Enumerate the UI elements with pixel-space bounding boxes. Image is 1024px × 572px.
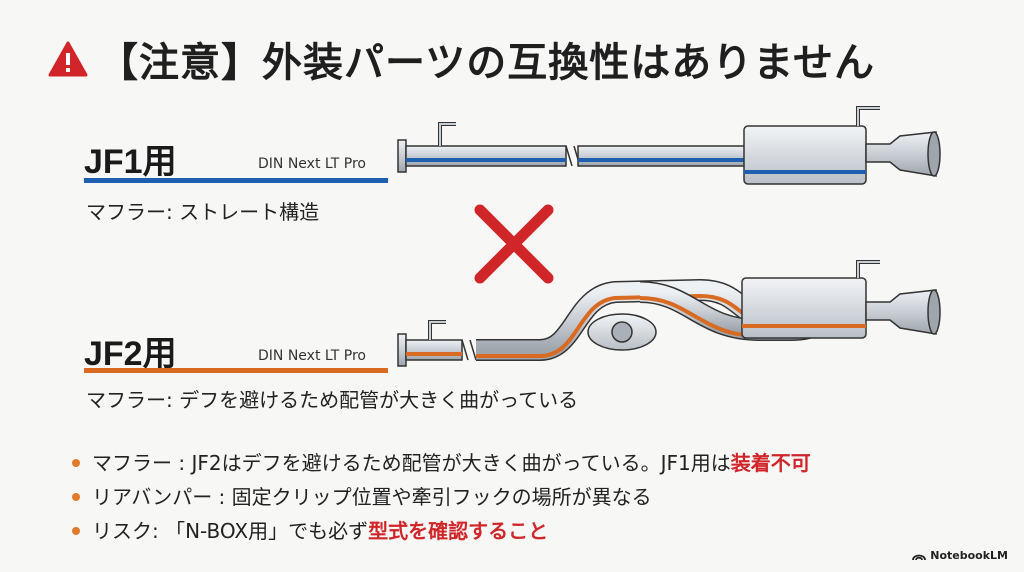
title-text: 【注意】外装パーツの互換性はありません: [98, 40, 875, 86]
jf2-font-note: DIN Next LT Pro: [258, 348, 366, 364]
jf2-muffler: [397, 260, 941, 367]
jf2-label: JF2用: [84, 335, 177, 373]
notebooklm-logo-icon: [912, 554, 927, 560]
bullet-rear-bumper: リアバンパー : 固定クリップ位置や牽引フックの場所が異なる: [72, 480, 811, 514]
warning-triangle-icon: [48, 41, 88, 77]
jf1-description: マフラー: ストレート構造: [86, 200, 320, 224]
jf2-description: マフラー: デフを避けるため配管が大きく曲がっている: [86, 388, 579, 412]
page-title: 【注意】外装パーツの互換性はありません: [48, 30, 875, 88]
bullet-list: マフラー : JF2はデフを避けるため配管が大きく曲がっている。JF1用は装着不…: [72, 446, 811, 548]
jf1-underline: [84, 178, 388, 183]
red-x-icon: [474, 204, 554, 284]
jf2-underline: [84, 368, 388, 373]
brand-watermark: NotebookLM: [912, 549, 1008, 562]
bullet-muffler: マフラー : JF2はデフを避けるため配管が大きく曲がっている。JF1用は装着不…: [72, 446, 811, 480]
jf1-muffler: [397, 106, 941, 185]
jf1-font-note: DIN Next LT Pro: [258, 156, 366, 172]
jf1-label: JF1用: [84, 143, 177, 181]
bullet-risk: リスク: 「N-BOX用」でも必ず型式を確認すること: [72, 514, 811, 548]
